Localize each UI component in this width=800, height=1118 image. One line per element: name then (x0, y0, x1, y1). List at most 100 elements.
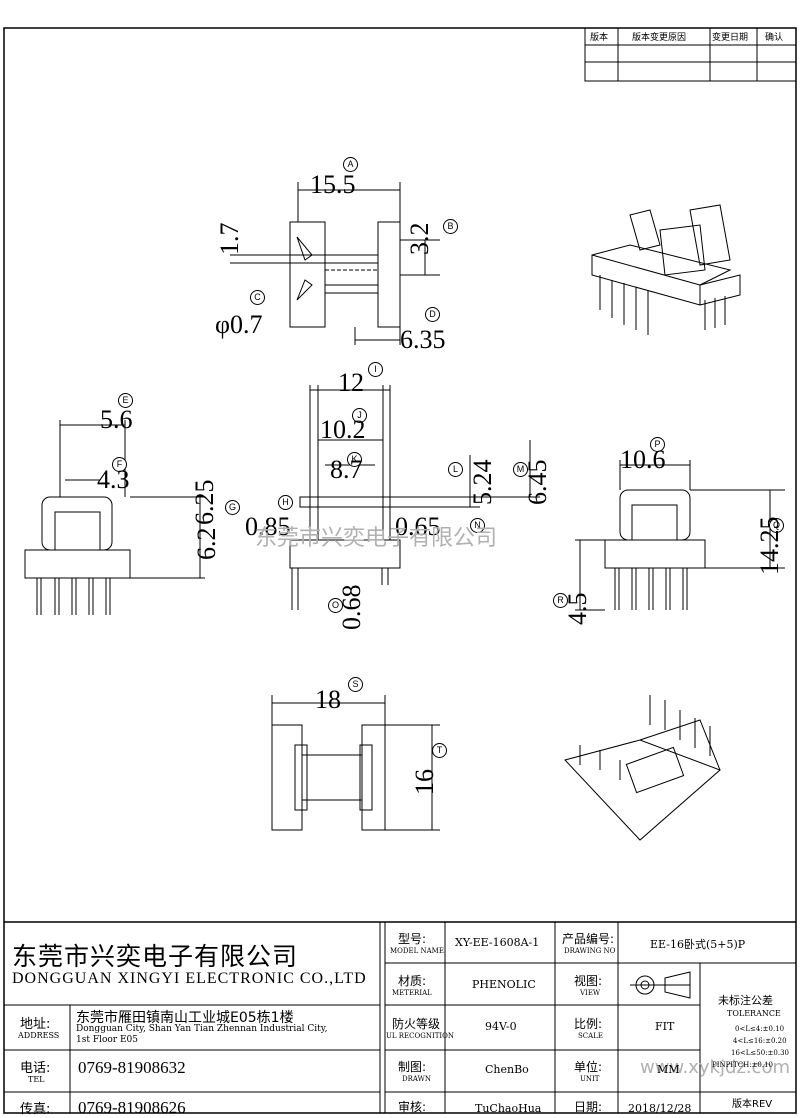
material-value: PHENOLIC (472, 978, 536, 991)
address-en-line2: 1st Floor E05 (76, 1035, 138, 1045)
model-label-en: MODEL NAME (390, 947, 444, 955)
dim-o-value: 0.68 (337, 584, 366, 631)
address-label-cn: 地址: (20, 1017, 51, 1032)
dim-marker-s: S (348, 677, 363, 692)
fax-value: 0769-81908626 (78, 1098, 186, 1117)
drawn-label-cn: 制图: (398, 1060, 427, 1074)
material-label-en: METERIAL (392, 989, 432, 997)
dim-marker-e: E (118, 393, 133, 408)
dim-p-value: 10.6 (620, 445, 666, 474)
drawn-value: ChenBo (485, 1063, 529, 1076)
fire-label-cn: 防火等级 (392, 1017, 441, 1031)
dim-6-25-value: 6.25 (190, 479, 219, 526)
tel-label-cn: 电话: (20, 1061, 51, 1076)
front-view-center (289, 385, 540, 610)
dim-f-value: 4.3 (97, 465, 130, 494)
date-label-cn: 日期: (574, 1100, 603, 1114)
material-label-cn: 材质: (398, 974, 427, 988)
dim-marker-d: D (425, 307, 440, 322)
tolerance-line-1: 0<L≤4:±0.10 (735, 1025, 785, 1033)
dim-marker-q: Q (769, 518, 784, 533)
unit-label-cn: 单位: (574, 1060, 603, 1074)
fire-value: 94V-0 (485, 1020, 517, 1033)
tel-label-en: TEL (28, 1075, 45, 1084)
watermark-corner: www.xykjdz.com (640, 1057, 791, 1078)
bottom-view (271, 695, 440, 831)
address-label-en: ADDRESS (18, 1031, 60, 1040)
tolerance-line-3: 16<L≤50:±0.30 (731, 1049, 790, 1057)
dim-h-value: 0.85 (245, 512, 291, 541)
date-value: 2018/12/28 (628, 1102, 692, 1115)
fax-label-cn: 传真: (20, 1102, 51, 1117)
drawing-no-value: EE-16卧式(5+5)P (650, 938, 746, 951)
address-cn: 东莞市雁田镇南山工业城E05栋1楼 (76, 1010, 294, 1026)
scale-label-en: SCALE (578, 1032, 603, 1040)
dim-marker-c: C (250, 290, 265, 305)
dim-marker-t: T (432, 743, 447, 758)
tel-value: 0769-81908632 (78, 1058, 186, 1077)
dim-marker-f: F (112, 457, 127, 472)
dim-c-value: φ0.7 (215, 310, 263, 339)
dim-marker-j: J (352, 408, 367, 423)
top-view (230, 182, 440, 345)
dim-marker-p: P (650, 437, 665, 452)
model-value: XY-EE-1608A-1 (455, 936, 540, 949)
rev-label: 版本REV (732, 1099, 773, 1110)
model-label-cn: 型号: (398, 932, 427, 946)
dim-6-2-value: 6.2 (192, 527, 221, 561)
tolerance-line-4: PINPITCH:±0.10 (712, 1061, 774, 1069)
title-block-grid (4, 921, 796, 1113)
dim-n-value: 0.65 (395, 512, 441, 541)
fire-label-en: UL RECOGNITION (386, 1032, 455, 1040)
dim-i-value: 12 (338, 368, 364, 397)
dim-a-value: 15.5 (310, 170, 356, 199)
dim-q-value: 14.25 (755, 516, 784, 576)
address-en-line1: Dongguan City, Shan Yan Tian Zhennan Ind… (76, 1024, 328, 1034)
dim-t-value: 16 (410, 769, 439, 795)
dim-marker-b: B (443, 219, 458, 234)
tolerance-line-2: 4<L≤16:±0.20 (733, 1037, 787, 1045)
scale-value: FIT (655, 1020, 675, 1033)
dim-marker-i: I (368, 362, 383, 377)
dim-l-value: 5.24 (468, 459, 497, 506)
dim-m-value: 6.45 (523, 459, 552, 506)
rev-header-reason: 版本变更原因 (632, 33, 687, 43)
view-label-cn: 视图: (574, 974, 603, 988)
dim-marker-h: H (278, 495, 293, 510)
iso-view-top (591, 204, 741, 335)
dim-marker-m: M (513, 462, 528, 477)
dim-marker-r: R (553, 593, 568, 608)
dim-1-7-value: 1.7 (215, 222, 244, 256)
dim-k-value: 8.7 (330, 455, 363, 484)
dim-b-value: 3.2 (405, 222, 434, 256)
dim-s-value: 18 (315, 685, 341, 714)
dim-marker-g: G (225, 500, 240, 515)
rev-header-date: 变更日期 (712, 33, 749, 43)
watermark-center: 东莞市兴奕电子有限公司 (255, 526, 498, 551)
company-name-cn: 东莞市兴奕电子有限公司 (12, 942, 299, 971)
front-view-right (575, 460, 785, 611)
rev-header-confirm: 确认 (765, 33, 784, 43)
dim-e-value: 5.6 (100, 405, 133, 434)
rev-header-version: 版本 (590, 33, 609, 43)
dim-marker-n: N (470, 518, 485, 533)
dim-d-value: 6.35 (400, 325, 446, 354)
dim-marker-o: O (328, 598, 343, 613)
dim-marker-a: A (343, 157, 358, 172)
dim-marker-k: K (347, 452, 362, 467)
tolerance-label-en: TOLERANCE (727, 1009, 781, 1018)
scale-label-cn: 比例: (574, 1017, 603, 1031)
drawing-no-label-cn: 产品编号: (562, 932, 615, 946)
drawing-no-label-en: DRAWING NO (564, 947, 616, 955)
iso-view-bottom (564, 695, 721, 841)
dim-j-value: 10.2 (320, 415, 366, 444)
checked-value: TuChaoHua (475, 1102, 542, 1115)
unit-label-en: UNIT (580, 1075, 600, 1083)
dim-r-value: 4.5 (563, 592, 592, 626)
unit-value: MM (657, 1063, 680, 1076)
drawn-label-en: DRAWN (402, 1075, 431, 1083)
dim-marker-l: L (448, 462, 463, 477)
tolerance-label-cn: 未标注公差 (718, 994, 773, 1007)
